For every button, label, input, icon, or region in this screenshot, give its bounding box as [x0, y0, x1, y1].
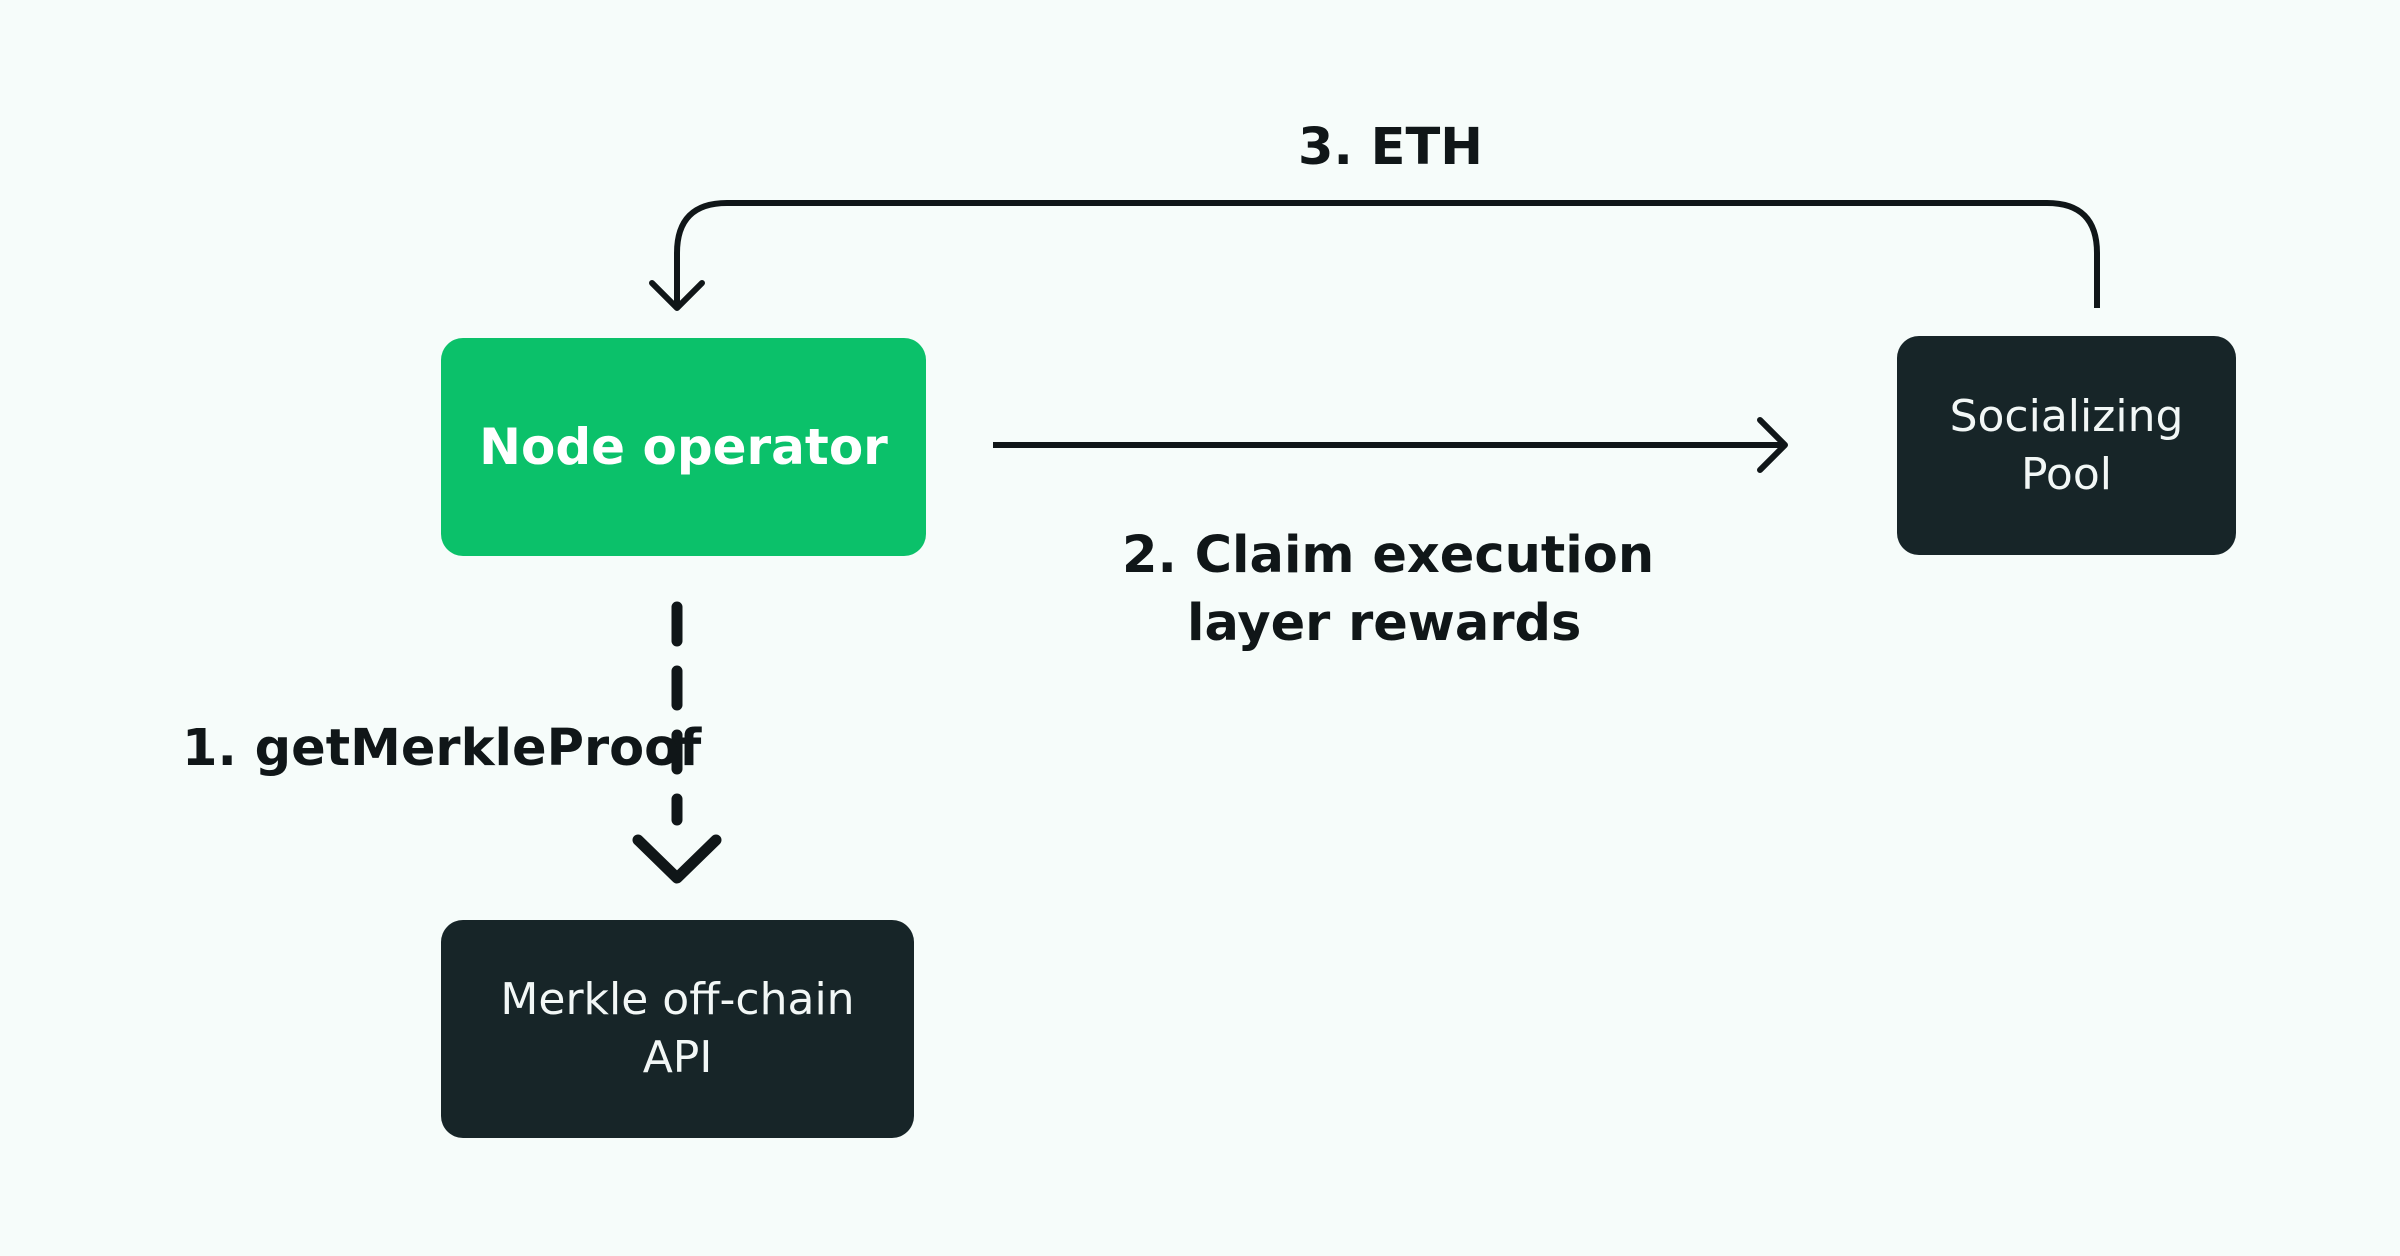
eth-return-arrowhead — [649, 280, 705, 311]
node-operator-box: Node operator — [441, 338, 926, 556]
socializing-pool-label-line2: Pool — [2020, 448, 2112, 500]
merkle-api-box: Merkle off-chain API — [441, 920, 914, 1138]
merkle-api-label-line2: API — [642, 1032, 713, 1083]
eth-return-arrow — [674, 200, 2100, 308]
socializing-pool-label-line1: Socializing — [1949, 390, 2184, 442]
step2-label: 2. Claim execution layer rewards — [1122, 522, 1654, 658]
step1-label: 1. getMerkleProof — [182, 719, 702, 778]
step2-label-line2: layer rewards — [1187, 594, 1582, 653]
merkle-proof-arrowhead — [632, 834, 722, 884]
step2-label-line1: 2. Claim execution — [1122, 526, 1655, 585]
merkle-api-label-line1: Merkle off-chain — [500, 974, 855, 1025]
socializing-pool-box: Socializing Pool — [1897, 336, 2236, 555]
claim-rewards-arrowhead — [1757, 417, 1788, 473]
step3-label: 3. ETH — [1298, 118, 1483, 177]
node-operator-label: Node operator — [479, 418, 888, 476]
